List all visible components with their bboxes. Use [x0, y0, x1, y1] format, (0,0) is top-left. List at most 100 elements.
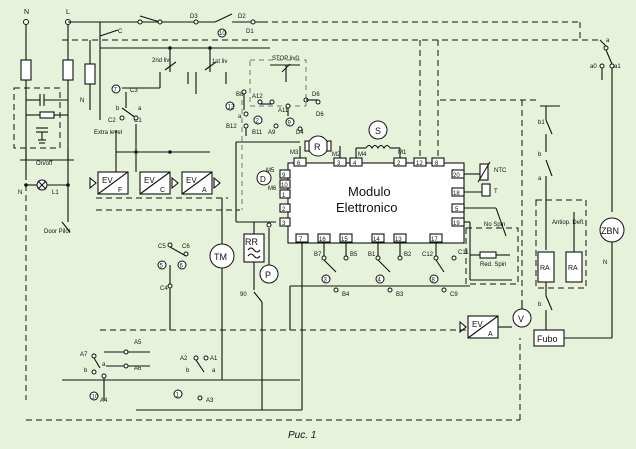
svg-text:1: 1: [282, 193, 286, 199]
svg-text:a: a: [212, 368, 216, 374]
svg-text:B12: B12: [226, 124, 237, 130]
svg-text:13: 13: [395, 237, 402, 243]
svg-text:3: 3: [282, 221, 286, 227]
t-sensor: [481, 183, 491, 197]
fuse-neutral: [20, 59, 32, 81]
svg-text:a: a: [102, 362, 106, 368]
label-neutral: N: [24, 9, 29, 16]
module-box: [287, 162, 465, 244]
resistor-main: [84, 63, 96, 85]
label-line: L: [66, 9, 70, 16]
program-switches: B7 B5 B1 B2 C12 C11 3 4 8 B4 B3 C9: [289, 242, 470, 410]
svg-text:V: V: [518, 314, 524, 324]
svg-text:16: 16: [319, 237, 326, 243]
svg-text:3: 3: [337, 161, 341, 167]
svg-text:A12: A12: [252, 94, 263, 100]
svg-text:C5: C5: [158, 244, 166, 250]
svg-text:10: 10: [281, 183, 288, 189]
svg-text:M6: M6: [268, 186, 277, 192]
ntc-group: NTC T No Spin No Spin Red. Spin: [464, 161, 519, 285]
pump-s: [368, 120, 388, 140]
svg-text:Antiop. Defl.: Antiop. Defl.: [552, 220, 585, 226]
svg-text:Red. Spin: Red. Spin: [480, 262, 506, 268]
c5-c6-switch: C5 C6 5 6 C4: [157, 242, 190, 330]
svg-text:9: 9: [282, 173, 286, 179]
svg-text:A4: A4: [100, 398, 108, 404]
stop-level-box: [249, 59, 307, 107]
svg-text:EV: EV: [186, 176, 197, 185]
svg-text:2: 2: [282, 207, 286, 213]
svg-text:a: a: [138, 106, 142, 112]
svg-text:F: F: [118, 187, 122, 194]
svg-text:D2: D2: [238, 14, 246, 20]
main-door-switch: [214, 13, 233, 23]
svg-text:A5: A5: [134, 340, 142, 346]
svg-text:EV: EV: [472, 320, 483, 329]
marker-10: [217, 28, 227, 38]
stator-coil: [365, 144, 391, 150]
bottom-switches: A7 a b A5 A6 10 A4 A2 A1 b a 1 A3: [26, 338, 521, 421]
svg-text:D3: D3: [190, 14, 198, 20]
figure-caption: Рис. 1: [288, 430, 316, 441]
door-lock: [256, 170, 272, 186]
svg-text:4: 4: [378, 278, 382, 284]
filter-resistor: [39, 111, 55, 119]
svg-text:14: 14: [373, 237, 380, 243]
svg-text:Fubo: Fubo: [537, 334, 558, 344]
svg-text:5: 5: [160, 264, 164, 270]
valve-c: EV C: [139, 171, 179, 195]
svg-text:L1: L1: [52, 190, 59, 196]
svg-text:4: 4: [353, 161, 357, 167]
svg-text:a: a: [238, 114, 242, 120]
svg-text:b: b: [186, 368, 190, 374]
svg-text:M2: M2: [332, 152, 341, 158]
svg-text:RR: RR: [245, 237, 258, 247]
svg-text:A: A: [202, 187, 207, 194]
svg-text:M4: M4: [358, 152, 367, 158]
label-liv1: 1st liv: [212, 59, 227, 65]
supply-rails: N L On/off N L1 Door Pilot: [13, 9, 74, 400]
svg-text:A2: A2: [180, 356, 188, 362]
svg-text:B3: B3: [396, 292, 404, 298]
svg-text:S: S: [375, 126, 381, 136]
module-title-2: Elettronico: [336, 200, 397, 215]
svg-text:A9: A9: [268, 130, 276, 136]
svg-text:M3: M3: [290, 150, 299, 156]
svg-text:B1: B1: [368, 252, 376, 258]
label-on-off: On/off: [36, 161, 53, 167]
svg-text:6: 6: [297, 161, 301, 167]
svg-text:A3: A3: [206, 398, 214, 404]
valve-a: EV A: [181, 171, 221, 195]
svg-text:D6: D6: [316, 112, 324, 118]
svg-text:20: 20: [453, 173, 460, 179]
svg-text:2: 2: [397, 161, 401, 167]
svg-text:M1: M1: [398, 150, 407, 156]
svg-text:12: 12: [416, 161, 423, 167]
svg-text:15: 15: [341, 237, 348, 243]
electronic-module: Modulo Elettronico 6 3 4 2 12 8 9 10 1 2…: [256, 157, 465, 244]
svg-text:7: 7: [114, 88, 118, 94]
svg-text:No Spin: No Spin: [484, 222, 505, 228]
svg-text:6: 6: [180, 264, 184, 270]
svg-text:B5: B5: [350, 252, 358, 258]
svg-text:A: A: [488, 331, 493, 338]
svg-text:TM: TM: [214, 252, 227, 262]
svg-text:7: 7: [299, 237, 303, 243]
svg-text:RA: RA: [568, 265, 578, 272]
svg-text:a1: a1: [614, 64, 621, 70]
svg-text:A7: A7: [80, 352, 88, 358]
svg-text:8: 8: [435, 161, 439, 167]
timer-group: TM RR P 90: [209, 198, 279, 410]
svg-text:C11: C11: [458, 250, 469, 256]
svg-text:D1: D1: [246, 29, 254, 35]
svg-text:C: C: [160, 187, 165, 194]
svg-text:b: b: [84, 368, 88, 374]
filter-box: [13, 87, 61, 149]
svg-text:b: b: [116, 106, 120, 112]
valve-a2: EV A: [100, 315, 512, 339]
svg-text:D4: D4: [296, 130, 304, 136]
right-side: a a0 a1 ZBN N b1 b a Antiop. Defl. RA RA…: [440, 38, 625, 347]
svg-text:ZBN: ZBN: [601, 226, 619, 236]
svg-text:T: T: [494, 189, 498, 195]
label-extra-level: Extra level: [94, 130, 122, 136]
